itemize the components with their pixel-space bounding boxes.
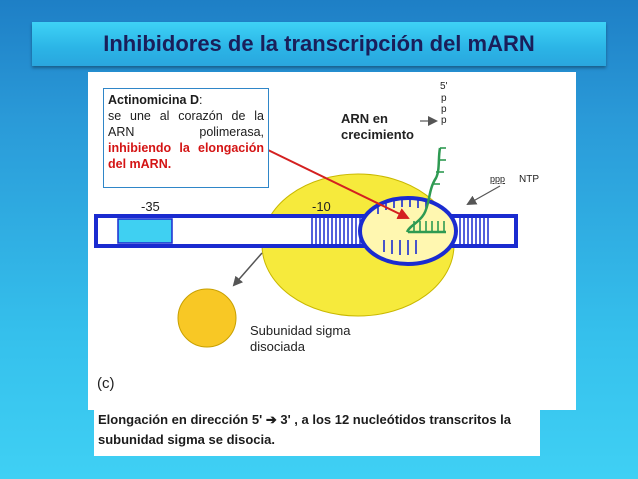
caption-arrow-icon: ➔ bbox=[265, 412, 277, 427]
actinomycin-callout: Actinomicina D: se une al corazón de la … bbox=[103, 88, 269, 188]
sigma-subunit bbox=[177, 288, 237, 348]
title-bar: Inhibidores de la transcripción del mARN bbox=[32, 22, 606, 66]
label-5prime: 5' bbox=[440, 81, 448, 92]
label-sigma-line1: Subunidad sigma bbox=[250, 323, 351, 338]
caption-text-end: 3' , a los 12 nucleótidos transcritos la… bbox=[98, 412, 512, 447]
callout-highlight: inhibiendo la elongación del mARN. bbox=[108, 141, 264, 171]
slide-title: Inhibidores de la transcripción del mARN bbox=[103, 31, 535, 56]
label-minus35: -35 bbox=[141, 199, 160, 214]
dna-left bbox=[94, 214, 368, 248]
label-rna-line1: ARN en bbox=[341, 111, 388, 126]
caption-text-start: Elongación en dirección 5' bbox=[98, 412, 263, 427]
label-sigma-line2: disociada bbox=[250, 339, 306, 354]
label-ntp: NTP bbox=[519, 174, 539, 185]
callout-heading: Actinomicina D bbox=[108, 93, 199, 107]
drug-target-arrow bbox=[267, 149, 410, 220]
callout-body: se une al corazón de la ARN polimerasa, bbox=[108, 109, 264, 139]
ntp-arrow bbox=[466, 185, 501, 205]
dna-right-hatch bbox=[459, 218, 489, 244]
rna-bases bbox=[413, 147, 446, 231]
callout-colon: : bbox=[199, 93, 203, 107]
label-ppp: ppp bbox=[490, 174, 505, 184]
caption-box: Elongación en dirección 5' ➔ 3' , a los … bbox=[94, 406, 540, 456]
label-p2: p bbox=[441, 104, 447, 115]
sigma-release-arrow bbox=[232, 252, 263, 287]
bubble-bases bbox=[377, 198, 427, 255]
label-p3: p bbox=[441, 115, 447, 126]
label-rna-line2: crecimiento bbox=[341, 127, 414, 142]
label-p1: p bbox=[441, 93, 447, 104]
label-panel: (c) bbox=[97, 375, 115, 392]
promoter-minus35-box bbox=[117, 218, 173, 244]
label-minus10: -10 bbox=[312, 199, 331, 214]
